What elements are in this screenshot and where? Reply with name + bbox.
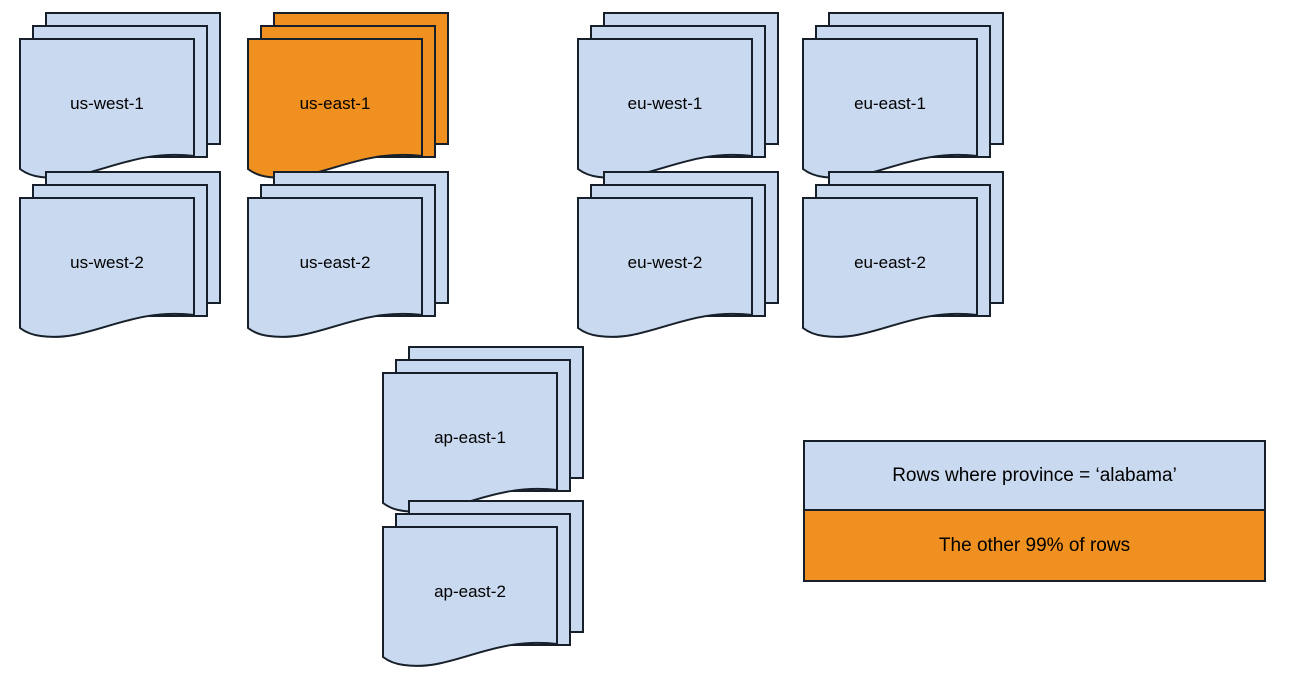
region-stack-eu-east-2[interactable]: eu-east-2: [802, 171, 1004, 338]
region-stack-us-west-1[interactable]: us-west-1: [19, 12, 221, 179]
region-stack-eu-west-1[interactable]: eu-west-1: [577, 12, 779, 179]
region-stack-us-east-1[interactable]: us-east-1: [247, 12, 449, 179]
region-stack-eu-east-1[interactable]: eu-east-1: [802, 12, 1004, 179]
region-stack-eu-west-2[interactable]: eu-west-2: [577, 171, 779, 338]
region-stack-us-west-2[interactable]: us-west-2: [19, 171, 221, 338]
sheet-front: [382, 526, 558, 667]
region-stack-us-east-2[interactable]: us-east-2: [247, 171, 449, 338]
sheet-front: [247, 197, 423, 338]
sheet-front: [577, 197, 753, 338]
legend: Rows where province = ‘alabama’ The othe…: [803, 440, 1266, 582]
legend-label-blue: Rows where province = ‘alabama’: [892, 464, 1177, 486]
legend-row-orange: The other 99% of rows: [805, 511, 1264, 580]
legend-label-orange: The other 99% of rows: [938, 534, 1131, 556]
sheet-front: [802, 197, 978, 338]
legend-row-blue: Rows where province = ‘alabama’: [805, 442, 1264, 511]
region-stack-ap-east-1[interactable]: ap-east-1: [382, 346, 584, 513]
region-stack-ap-east-2[interactable]: ap-east-2: [382, 500, 584, 667]
sheet-front: [19, 197, 195, 338]
